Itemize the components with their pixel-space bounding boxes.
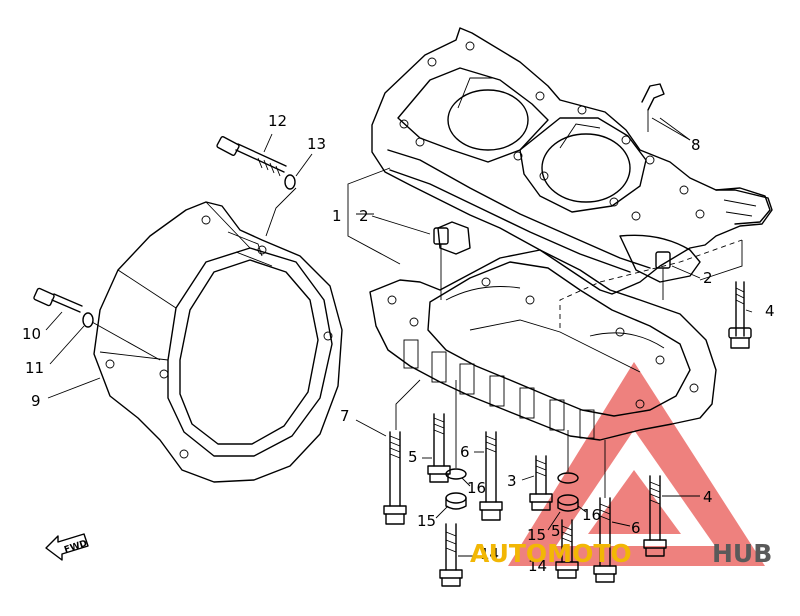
callout-c16b: 16: [582, 506, 601, 524]
callout-c12: 12: [268, 112, 287, 130]
bolt-part-10: [33, 287, 83, 313]
callout-c5a: 5: [408, 448, 418, 466]
flywheel-housing-part-9: [93, 201, 343, 483]
callout-c15b: 15: [527, 526, 546, 544]
leader-16-left: [461, 477, 471, 487]
washers-part-16-15-left: [445, 380, 467, 510]
leader-housing-bolt: [265, 187, 297, 237]
callout-c3: 3: [507, 472, 517, 490]
bolt-part-6-right: [593, 440, 617, 583]
leader-4-upper: [745, 309, 753, 313]
stud-part-4-upper: [728, 281, 752, 349]
watermark-word-a: AUTOMOTO: [470, 539, 632, 568]
washer-part-11: [82, 312, 94, 328]
fwd-label: FWD: [63, 539, 88, 556]
stud-part-4-lower: [643, 475, 667, 557]
leader-12: [263, 133, 273, 153]
bolt-part-7: [383, 431, 407, 525]
leader-13: [295, 153, 313, 177]
callout-c4a: 4: [765, 302, 775, 320]
leader-2-right: [671, 240, 743, 281]
bolt-part-5-right: [555, 519, 579, 579]
leader-washer-11-to-housing: [91, 321, 161, 361]
callout-c11: 11: [25, 359, 44, 377]
bolt-part-14-left: [439, 523, 463, 587]
callout-c9: 9: [31, 392, 41, 410]
leader-9: [47, 377, 101, 399]
callout-c5b: 5: [551, 522, 561, 540]
dowel-pins-part-2: [433, 227, 671, 300]
bolt-part-6-left: [479, 431, 503, 521]
callout-c10: 10: [22, 325, 41, 343]
callout-c4b: 4: [703, 488, 713, 506]
leader-10: [45, 311, 63, 331]
washer-part-13: [284, 174, 296, 190]
leader-1-bracket: [347, 167, 431, 265]
watermark-word-b: HUB: [712, 539, 772, 568]
bolt-part-12: [216, 136, 287, 177]
callout-c13: 13: [307, 135, 326, 153]
leader-8: [659, 117, 691, 141]
leader-11: [49, 325, 85, 365]
washers-part-16-15-right: [557, 430, 579, 512]
leader-15-left: [435, 505, 449, 519]
callout-c15a: 15: [417, 512, 436, 530]
callout-c6b: 6: [631, 519, 641, 537]
callout-c14b: 14: [528, 557, 547, 575]
watermark-wordmark: AUTOMOTO HUB: [470, 539, 772, 568]
leader-15-right: [547, 511, 561, 531]
bolt-part-3: [529, 455, 553, 511]
callout-c2b: 2: [703, 269, 713, 287]
watermark-logo: [508, 362, 765, 566]
callout-c6a: 6: [460, 443, 470, 461]
callout-c16a: 16: [467, 479, 486, 497]
lower-crankcase: [369, 249, 717, 441]
leader-6-right: [611, 521, 631, 527]
callout-c1: 1: [332, 207, 342, 225]
dashed-frame: [559, 239, 743, 328]
callout-c7: 7: [340, 407, 350, 425]
leader-7: [355, 379, 421, 437]
callout-c2a: 2: [359, 207, 369, 225]
watermark-triangle-core: [588, 470, 681, 534]
fitting-part-8: [641, 83, 691, 141]
callout-c8: 8: [691, 136, 701, 154]
callout-c14a: 14: [480, 545, 499, 563]
leader-3: [521, 475, 535, 481]
leader-16-right: [577, 505, 587, 513]
upper-crankcase: [371, 27, 773, 295]
fwd-arrow-icon: FWD: [45, 533, 89, 561]
